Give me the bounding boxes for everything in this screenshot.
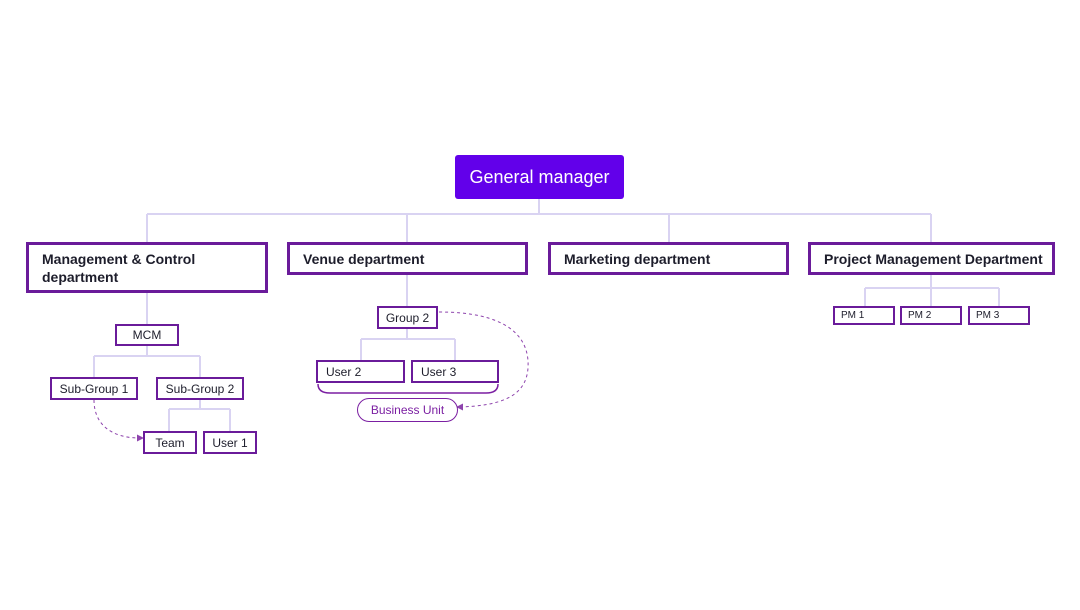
department-label: Venue department — [303, 250, 425, 267]
team-label: Team — [155, 435, 185, 450]
user-3-label: User 3 — [421, 364, 457, 379]
marketing-department-node[interactable]: Marketing department — [548, 242, 789, 275]
dashed-arrow-subgroup1-team — [93, 399, 141, 439]
pm-1-node[interactable]: PM 1 — [833, 306, 895, 325]
group-2-label: Group 2 — [385, 310, 430, 325]
sub-group-1-label: Sub-Group 1 — [59, 381, 129, 396]
pm-2-node[interactable]: PM 2 — [900, 306, 962, 325]
pm-3-label: PM 3 — [976, 310, 1000, 321]
business-unit-label: Business Unit — [370, 403, 445, 417]
user-1-label: User 1 — [212, 435, 248, 450]
user-3-node[interactable]: User 3 — [411, 360, 499, 383]
business-unit-bracket — [317, 383, 499, 394]
pm-2-label: PM 2 — [908, 310, 932, 321]
pm-1-label: PM 1 — [841, 310, 865, 321]
team-node[interactable]: Team — [143, 431, 197, 454]
pm-connector — [864, 275, 1000, 306]
group-2-node[interactable]: Group 2 — [377, 306, 438, 329]
user-2-label: User 2 — [326, 364, 362, 379]
general-manager-node[interactable]: General manager — [455, 155, 624, 199]
mcm-node[interactable]: MCM — [115, 324, 179, 346]
user-2-node[interactable]: User 2 — [316, 360, 405, 383]
venue-department-node[interactable]: Venue department — [287, 242, 528, 275]
mcm-label: MCM — [132, 328, 162, 342]
management-control-department-node[interactable]: Management & Control department — [26, 242, 268, 293]
root-connector — [146, 199, 932, 242]
sub-group-2-label: Sub-Group 2 — [165, 381, 235, 396]
business-unit-node[interactable]: Business Unit — [357, 398, 458, 422]
sub-group-1-node[interactable]: Sub-Group 1 — [50, 377, 138, 400]
user-1-node[interactable]: User 1 — [203, 431, 257, 454]
pm-3-node[interactable]: PM 3 — [968, 306, 1030, 325]
subgroup2-connector — [168, 400, 231, 431]
department-label: Management & Control department — [42, 250, 196, 285]
general-manager-label: General manager — [469, 166, 610, 187]
project-management-department-node[interactable]: Project Management Department — [808, 242, 1055, 275]
sub-group-2-node[interactable]: Sub-Group 2 — [156, 377, 244, 400]
department-label: Project Management Department — [824, 250, 1043, 267]
department-label: Marketing department — [564, 250, 711, 267]
